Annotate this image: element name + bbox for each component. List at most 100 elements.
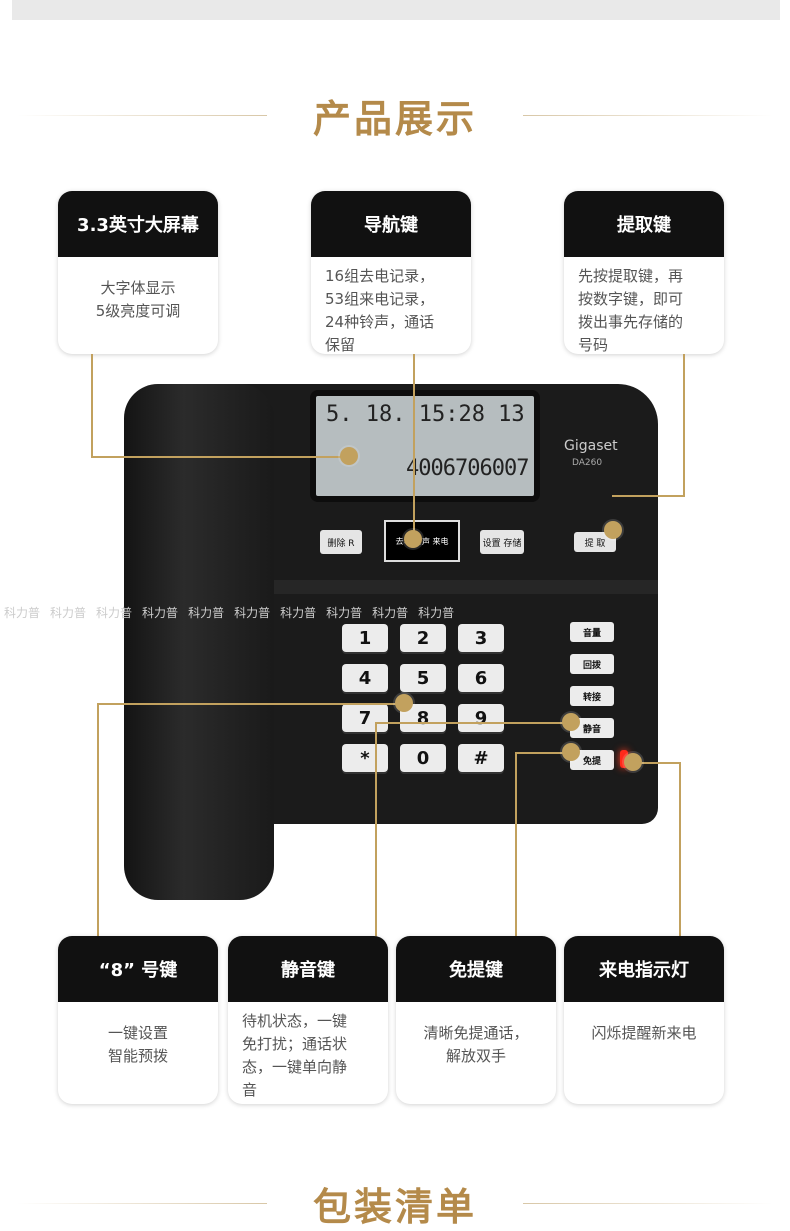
title-line-left bbox=[16, 1203, 267, 1204]
connector bbox=[375, 722, 571, 724]
card-line: 智能预拨 bbox=[107, 1047, 168, 1065]
card-key-8: “8” 号键 一键设置 智能预拨 bbox=[58, 936, 218, 1104]
watermark: 科力普 bbox=[142, 606, 179, 620]
title-line-right bbox=[523, 115, 773, 116]
card-title: “8” 号键 bbox=[58, 936, 218, 1002]
callout-dot bbox=[604, 521, 622, 539]
key-hash[interactable]: # bbox=[458, 744, 504, 772]
card-mute-key: 静音键 待机状态，一键 免打扰；通话状 态，一键单向静 音 bbox=[228, 936, 388, 1104]
redial-button[interactable]: 回拨 bbox=[570, 654, 614, 674]
key-2[interactable]: 2 bbox=[400, 624, 446, 652]
callout-dot bbox=[395, 694, 413, 712]
transfer-button[interactable]: 转接 bbox=[570, 686, 614, 706]
callout-dot bbox=[562, 743, 580, 761]
volume-button[interactable]: 音量 bbox=[570, 622, 614, 642]
brand-logo: Gigaset bbox=[564, 438, 618, 454]
card-line: 解放双手 bbox=[445, 1047, 506, 1065]
card-nav-key: 导航键 16组去电记录， 53组来电记录， 24种铃声，通话 保留 bbox=[311, 191, 471, 354]
card-line: 拨出事先存储的 bbox=[578, 313, 684, 331]
mute-button[interactable]: 静音 bbox=[570, 718, 614, 738]
key-3[interactable]: 3 bbox=[458, 624, 504, 652]
connector bbox=[413, 354, 415, 532]
card-line: 24种铃声，通话 bbox=[325, 313, 435, 331]
lcd-number: 4006706007 bbox=[406, 456, 529, 481]
key-7[interactable]: 7 bbox=[342, 704, 388, 732]
card-line: 保留 bbox=[325, 336, 356, 354]
top-bar bbox=[12, 0, 780, 20]
connector bbox=[375, 722, 377, 938]
card-line: 53组来电记录， bbox=[325, 290, 435, 308]
card-speaker-key: 免提键 清晰免提通话， 解放双手 bbox=[396, 936, 556, 1104]
phone-divider bbox=[274, 580, 658, 594]
watermark: 科力普 bbox=[234, 606, 271, 620]
card-title: 静音键 bbox=[228, 936, 388, 1002]
connector bbox=[612, 495, 685, 497]
card-line: 待机状态，一键 bbox=[242, 1012, 348, 1030]
card-body: 16组去电记录， 53组来电记录， 24种铃声，通话 保留 bbox=[311, 257, 471, 354]
section-title-package: 包装清单 bbox=[0, 1176, 790, 1231]
watermark: 科力普 bbox=[372, 606, 409, 620]
card-body: 大字体显示 5级亮度可调 bbox=[58, 257, 218, 331]
watermark: 科力普 bbox=[326, 606, 363, 620]
delete-button[interactable]: 删除 R bbox=[320, 530, 362, 554]
connector bbox=[515, 752, 517, 938]
card-body: 闪烁提醒新来电 bbox=[564, 1002, 724, 1053]
card-line: 闪烁提醒新来电 bbox=[591, 1024, 697, 1042]
key-6[interactable]: 6 bbox=[458, 664, 504, 692]
card-line: 16组去电记录， bbox=[325, 267, 435, 285]
section-title-text: 产品展示 bbox=[312, 97, 477, 141]
card-line: 态，一键单向静 bbox=[242, 1058, 348, 1076]
speaker-button[interactable]: 免提 bbox=[570, 750, 614, 770]
card-line: 5级亮度可调 bbox=[95, 302, 181, 320]
card-title: 来电指示灯 bbox=[564, 936, 724, 1002]
card-screen: 3.3英寸大屏幕 大字体显示 5级亮度可调 bbox=[58, 191, 218, 354]
section-title-product: 产品展示 bbox=[0, 88, 790, 143]
connector bbox=[632, 762, 681, 764]
card-line: 号码 bbox=[578, 336, 609, 354]
card-body: 待机状态，一键 免打扰；通话状 态，一键单向静 音 bbox=[228, 1002, 388, 1104]
key-9[interactable]: 9 bbox=[458, 704, 504, 732]
connector bbox=[91, 354, 93, 458]
watermark-row: 科力普 科力普 科力普 科力普 科力普 科力普 科力普 科力普 科力普 科力普 bbox=[4, 604, 790, 628]
key-star[interactable]: * bbox=[342, 744, 388, 772]
card-body: 清晰免提通话， 解放双手 bbox=[396, 1002, 556, 1076]
connector bbox=[97, 703, 99, 938]
settings-button[interactable]: 设置 存储 bbox=[480, 530, 524, 554]
key-4[interactable]: 4 bbox=[342, 664, 388, 692]
phone-handset bbox=[124, 384, 274, 900]
watermark: 科力普 bbox=[4, 606, 41, 620]
callout-dot bbox=[624, 753, 642, 771]
key-5[interactable]: 5 bbox=[400, 664, 446, 692]
watermark: 科力普 bbox=[50, 606, 87, 620]
model-label: DA260 bbox=[572, 458, 603, 468]
card-title: 提取键 bbox=[564, 191, 724, 257]
watermark: 科力普 bbox=[280, 606, 317, 620]
nav-key[interactable]: 去电 铃声 来电 bbox=[384, 520, 460, 562]
connector bbox=[97, 703, 405, 705]
card-line: 按数字键，即可 bbox=[578, 290, 684, 308]
card-title: 3.3英寸大屏幕 bbox=[58, 191, 218, 257]
card-body: 先按提取键，再 按数字键，即可 拨出事先存储的 号码 bbox=[564, 257, 724, 354]
callout-dot bbox=[404, 530, 422, 548]
connector bbox=[91, 456, 349, 458]
watermark: 科力普 bbox=[96, 606, 133, 620]
title-line-left bbox=[16, 115, 267, 116]
callout-dot bbox=[562, 713, 580, 731]
section-title-text: 包装清单 bbox=[312, 1185, 477, 1229]
watermark: 科力普 bbox=[418, 606, 455, 620]
card-extract-key: 提取键 先按提取键，再 按数字键，即可 拨出事先存储的 号码 bbox=[564, 191, 724, 354]
card-line: 先按提取键，再 bbox=[578, 267, 684, 285]
key-0[interactable]: 0 bbox=[400, 744, 446, 772]
key-1[interactable]: 1 bbox=[342, 624, 388, 652]
connector bbox=[683, 354, 685, 496]
phone-illustration: 5. 18. 15:28 13 4006706007 Gigaset DA260… bbox=[124, 384, 658, 900]
watermark: 科力普 bbox=[188, 606, 225, 620]
lcd-top-row: 5. 18. 15:28 13 bbox=[326, 402, 525, 427]
card-line: 免打扰；通话状 bbox=[242, 1035, 348, 1053]
card-line: 音 bbox=[242, 1081, 258, 1099]
title-line-right bbox=[523, 1203, 773, 1204]
extract-button[interactable]: 提 取 bbox=[574, 532, 616, 552]
connector bbox=[515, 752, 571, 754]
card-title: 免提键 bbox=[396, 936, 556, 1002]
card-title: 导航键 bbox=[311, 191, 471, 257]
